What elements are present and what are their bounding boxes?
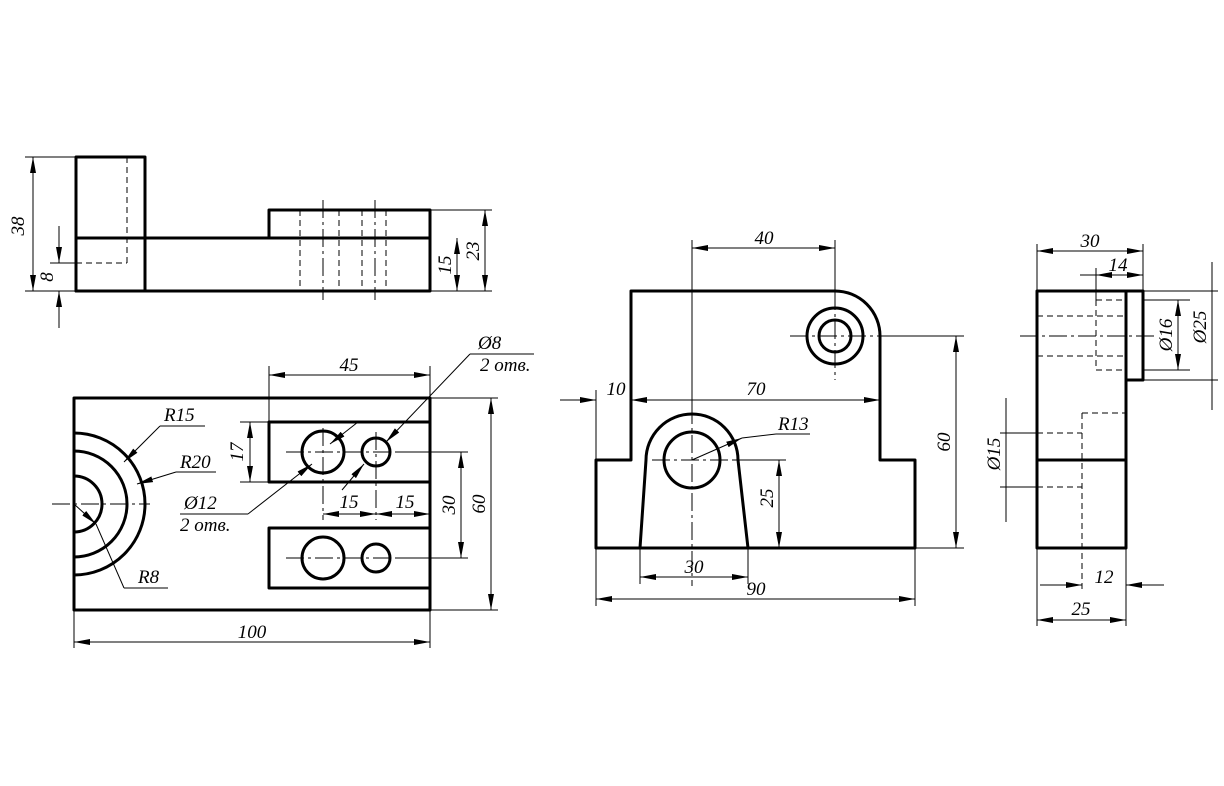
- dim-90: 90: [747, 579, 767, 600]
- dim-60: 60: [469, 494, 490, 514]
- dim-25: 25: [757, 489, 778, 508]
- dim-10: 10: [607, 379, 627, 400]
- dim-38: 38: [8, 216, 29, 237]
- plan-view: 45 17 100 60 30 15 15 R15 R20 R8: [52, 333, 534, 648]
- dim-d16: Ø16: [1156, 318, 1177, 352]
- label-d8: Ø8: [477, 333, 502, 354]
- arc-r8: [72, 474, 104, 534]
- dim-30-side: 30: [1080, 231, 1101, 252]
- top-view-base: [74, 236, 432, 293]
- label-r15: R15: [163, 405, 195, 426]
- dim-15-right: 15: [396, 492, 415, 513]
- dim-40: 40: [755, 228, 775, 249]
- dim-70: 70: [747, 379, 767, 400]
- label-d8-holes: 2 отв.: [480, 355, 530, 376]
- label-r13: R13: [777, 414, 809, 435]
- dim-25-side: 25: [1072, 599, 1091, 620]
- top-view: 38 8 15 23: [8, 155, 492, 328]
- dim-8: 8: [37, 272, 58, 282]
- front-view: 40 10 70 60 25 30 90 R13: [560, 228, 964, 606]
- dim-100: 100: [238, 622, 267, 643]
- dim-60-front: 60: [934, 432, 955, 452]
- dim-45: 45: [340, 355, 359, 376]
- dim-30: 30: [439, 495, 460, 516]
- top-view-raised-block: [267, 208, 432, 240]
- dim-14: 14: [1109, 255, 1129, 276]
- dim-23: 23: [463, 242, 484, 261]
- label-r8: R8: [137, 567, 160, 588]
- dim-d25: Ø25: [1190, 311, 1211, 345]
- top-view-post: [74, 155, 147, 293]
- dim-12: 12: [1095, 567, 1115, 588]
- dim-15: 15: [435, 256, 456, 275]
- lug-outline: [638, 412, 750, 550]
- dim-15-left: 15: [340, 492, 359, 513]
- label-r20: R20: [179, 452, 211, 473]
- dim-30-front: 30: [684, 557, 705, 578]
- dim-d15: Ø15: [984, 438, 1005, 472]
- label-d12-holes: 2 отв.: [180, 515, 230, 536]
- label-d12: Ø12: [183, 493, 217, 514]
- dim-17: 17: [227, 441, 248, 462]
- front-view-outline: [594, 289, 917, 550]
- side-view: 30 14 Ø16 Ø25 Ø15 12 25: [984, 231, 1218, 626]
